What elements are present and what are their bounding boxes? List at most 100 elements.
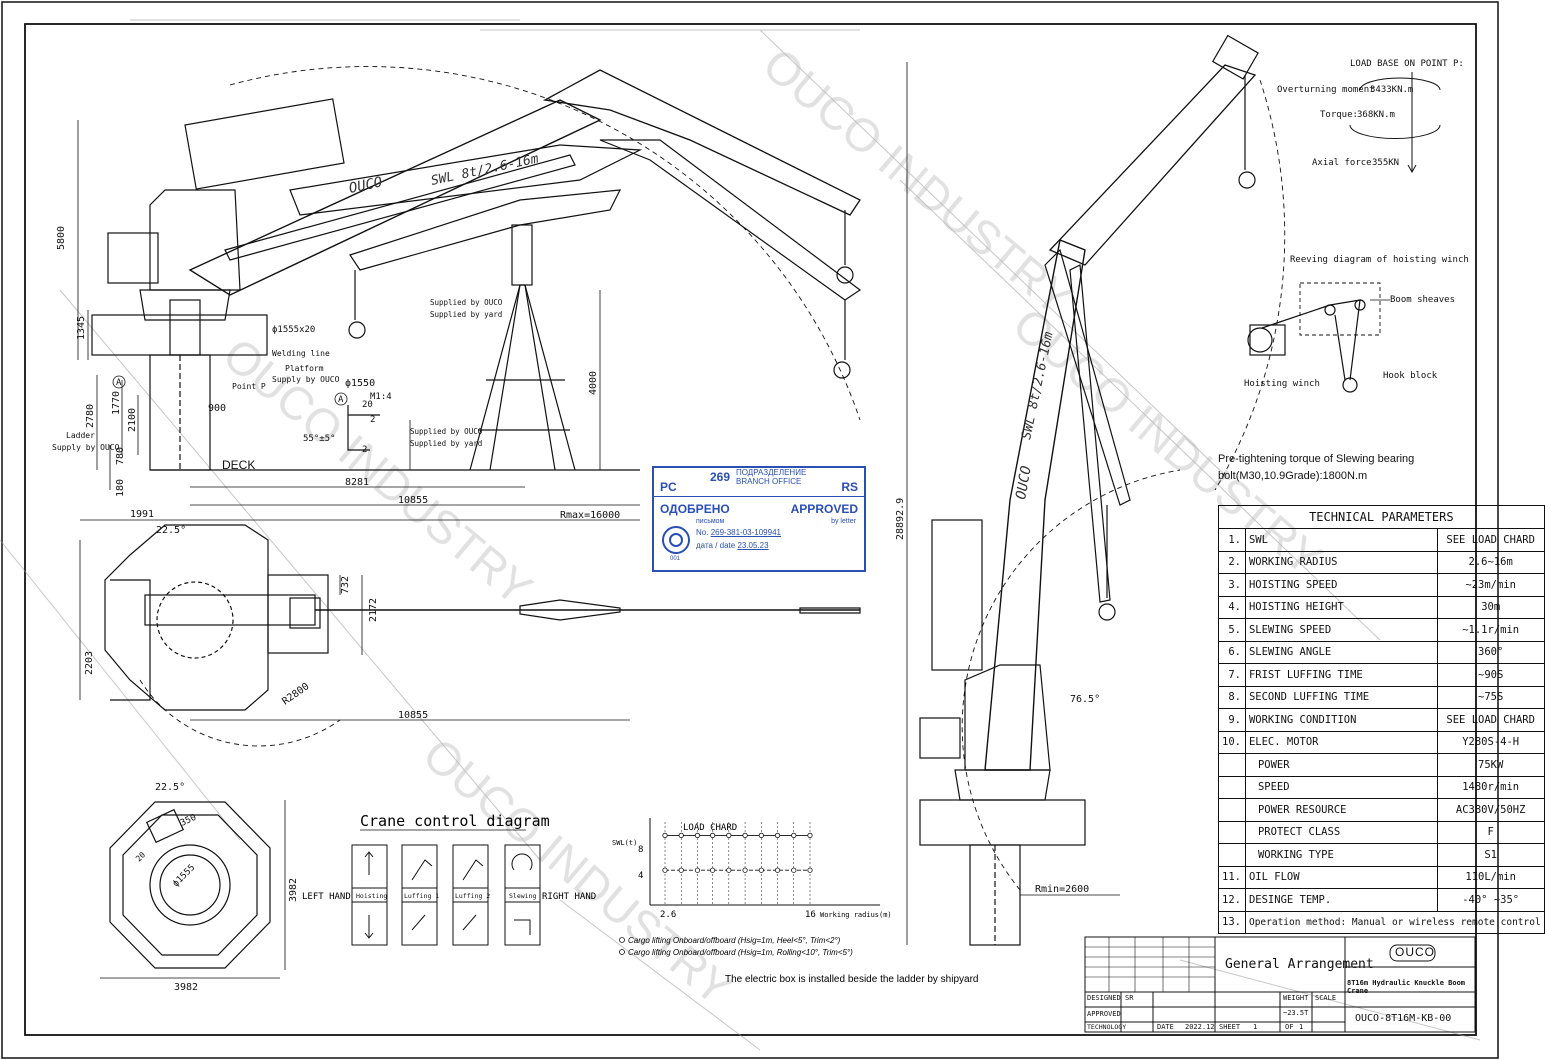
electric-box-note: The electric box is installed beside the…	[725, 974, 978, 985]
tech-param-value: 30m	[1436, 595, 1545, 619]
legend-marker-1	[619, 937, 625, 943]
tech-param-row: 5.SLEWING SPEED~1.1r/min	[1218, 618, 1545, 642]
top-dim-10855: 10855	[398, 710, 428, 721]
hoisting-winch-label: Hoisting winch	[1244, 379, 1320, 389]
title-block-date-label: DATE	[1157, 1023, 1174, 1031]
load-chart-point	[807, 867, 813, 873]
right-view	[906, 34, 1441, 946]
dim-780: 780	[115, 447, 126, 465]
load-chart-x-axis: Working radius(m)	[820, 911, 892, 919]
stamp-no: No. 269-381-03-109941	[696, 528, 781, 537]
stamp-number: 269	[710, 470, 731, 484]
legend-marker-2	[619, 949, 625, 955]
load-chart-point	[678, 832, 684, 839]
title-block-weight-value: ~23.5T	[1283, 1009, 1309, 1017]
tech-param-number: 11.	[1218, 865, 1246, 889]
tech-param-name: SWL	[1244, 528, 1438, 552]
lever-luffing-1[interactable]	[401, 844, 438, 946]
tech-param-number: 8.	[1218, 685, 1246, 709]
tech-param-number: 4.	[1218, 595, 1246, 619]
tech-param-value: SEE LOAD CHARD	[1436, 528, 1545, 552]
load-chart-point	[807, 832, 813, 839]
knuckle-boom-raised	[543, 69, 861, 216]
tech-param-number: 1.	[1218, 528, 1246, 552]
title-block-drawing-no: OUCO-8T16M-KB-00	[1355, 1013, 1452, 1024]
tech-param-value: ~1.1r/min	[1436, 618, 1545, 642]
tech-param-value: ~75S	[1436, 685, 1545, 709]
tech-param-number: 6.	[1218, 640, 1246, 664]
dim-10855: 10855	[398, 495, 428, 506]
label-dim-2b: 2	[362, 445, 367, 455]
dim-8281: 8281	[345, 477, 369, 488]
watermark-text: OUCO INDUSTRY	[414, 728, 742, 1015]
load-chart-point	[726, 832, 732, 839]
tech-param-value: -40° ~35°	[1436, 888, 1545, 912]
stamp-approved: APPROVED	[790, 502, 858, 516]
dim-4000: 4000	[588, 371, 599, 395]
tech-param-number	[1218, 798, 1246, 822]
stamp-division: ПОДРАЗДЕЛЕНИЕ BRANCH OFFICE	[736, 468, 806, 486]
dim-1345: 1345	[76, 316, 87, 340]
tech-param-number	[1218, 820, 1246, 844]
stamp-date-value: 23.05.23	[737, 541, 769, 550]
load-chart-point	[791, 832, 797, 839]
axial-label: Axial force	[1312, 158, 1372, 168]
right-height-dim: 28892.9	[895, 498, 906, 540]
control-right-hand: RIGHT HAND	[542, 892, 596, 902]
reeving-title: Reeving diagram of hoisting winch	[1290, 255, 1469, 265]
lever-label-luffing-1: Luffing 1	[404, 892, 439, 900]
load-chart-y-tick-8: 8	[638, 845, 643, 855]
lever-luffing-2[interactable]	[452, 844, 489, 946]
label-diameter-1550: ϕ1550	[345, 378, 375, 389]
tech-param-number: 12.	[1218, 888, 1246, 912]
label-ladder-supply: Supply by OUCO	[52, 443, 120, 452]
stamp-divider	[654, 496, 864, 497]
tech-param-value: 360°	[1436, 640, 1545, 664]
label-point-p: Point P	[232, 382, 266, 391]
boom-brand-right: OUCO	[1013, 465, 1035, 501]
tech-param-name: HOISTING HEIGHT	[1244, 595, 1438, 619]
main-boom	[188, 99, 602, 296]
tech-param-number: 7.	[1218, 663, 1246, 687]
tech-param-name: POWER	[1244, 753, 1438, 777]
tech-param-name: HOISTING SPEED	[1244, 573, 1438, 597]
tech-param-value: 110L/min	[1436, 865, 1545, 889]
control-left-hand: LEFT HAND	[302, 892, 351, 902]
load-chart-point	[662, 832, 668, 839]
base-dim-3982-v: 3982	[288, 878, 299, 902]
lever-slewing[interactable]	[504, 844, 541, 946]
load-chart-legend-2: Cargo lifting Onboard/offboard (Hsig=1m,…	[628, 948, 853, 957]
load-chart-point	[791, 867, 797, 873]
tech-param-value: 1480r/min	[1436, 775, 1545, 799]
boom-brand-side: OUCO	[348, 174, 384, 197]
stamp-rc: PC	[660, 480, 677, 494]
watermark-text: OUCO INDUSTRY	[214, 328, 542, 615]
label-m-scale: M1:4	[370, 392, 392, 402]
dim-2100: 2100	[127, 408, 138, 432]
tech-param-number	[1218, 753, 1246, 777]
section-marker-a1	[112, 375, 126, 389]
lever-hoisting[interactable]	[351, 844, 388, 946]
tech-param-name: WORKING TYPE	[1244, 843, 1438, 867]
stamp-odobreno: ОДОБРЕНО	[660, 502, 730, 516]
tech-param-number: 5.	[1218, 618, 1246, 642]
tech-param-name: SLEWING SPEED	[1244, 618, 1438, 642]
load-chart-point	[694, 867, 701, 873]
lever-label-luffing-2: Luffing 2	[455, 892, 490, 900]
tech-param-name: FRIST LUFFING TIME	[1244, 663, 1438, 687]
stamp-small: 001	[670, 556, 681, 562]
right-angle-dim: 76.5°	[1070, 694, 1100, 705]
tech-param-number: 10.	[1218, 730, 1246, 754]
dim-1770: 1770	[111, 391, 122, 415]
base-view	[100, 800, 286, 979]
torque-value: 368KN.m	[1357, 110, 1395, 120]
label-supplied-by-yard-1: Supplied by yard	[430, 310, 502, 319]
tech-param-value: ~90S	[1436, 663, 1545, 687]
torque-label: Torque:	[1320, 110, 1358, 120]
